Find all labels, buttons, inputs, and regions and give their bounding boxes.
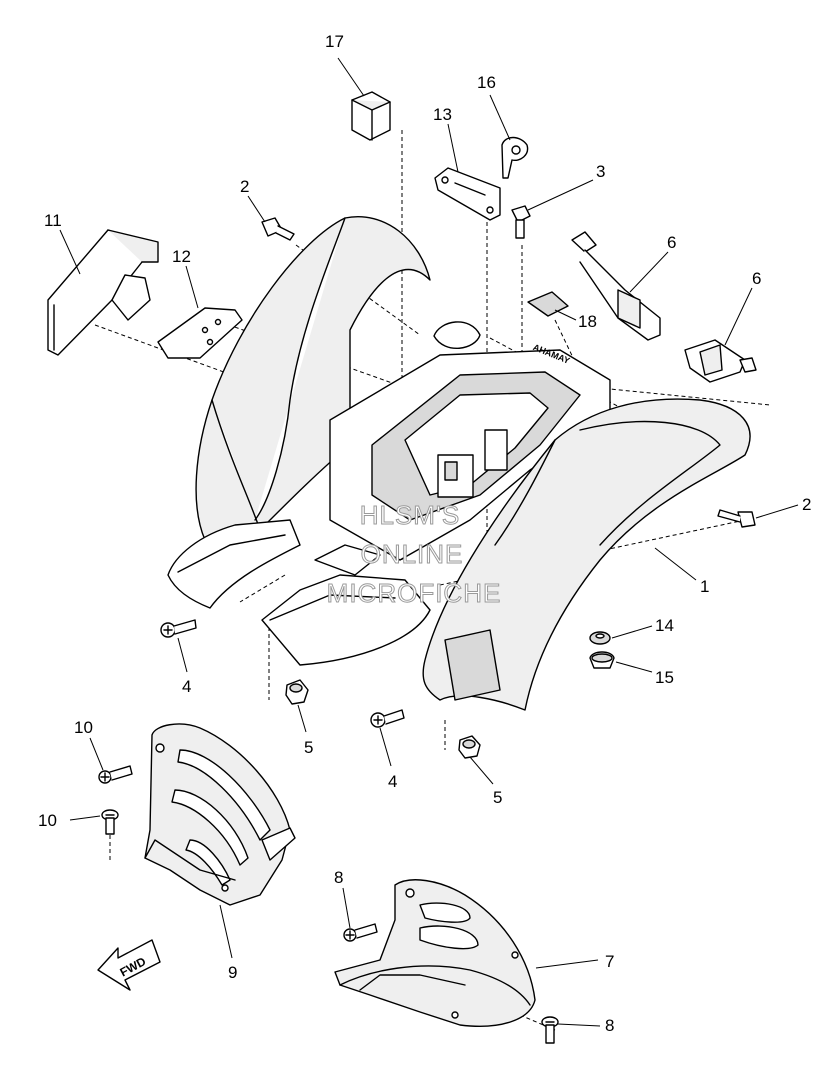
callout-8-upper: 8 [334, 868, 343, 887]
callout-17: 17 [325, 32, 344, 51]
hinge-bracket-6-upper [571, 231, 661, 341]
watermark-line-1: HLSM'S [360, 500, 461, 530]
callout-15: 15 [655, 668, 674, 687]
nut-5-left [285, 679, 309, 705]
wire-clip [501, 136, 529, 179]
mud-guard-right [334, 879, 536, 1027]
screw-4-left [160, 619, 197, 638]
callout-7: 7 [605, 952, 614, 971]
watermark-line-2: ONLINE [361, 539, 464, 569]
callout-9: 9 [228, 963, 237, 982]
callout-10-upper: 10 [74, 718, 93, 737]
leader-lines [59, 57, 799, 1027]
stay-bracket [434, 167, 501, 221]
callout-2-right: 2 [802, 495, 811, 514]
rear-fender-body: YAMAHA [167, 216, 751, 711]
flange-bolt-3 [511, 205, 531, 239]
callout-12: 12 [172, 247, 191, 266]
callout-16: 16 [477, 73, 496, 92]
callout-4-right: 4 [388, 772, 397, 791]
callout-6-upper: 6 [667, 233, 676, 252]
watermark: HLSM'S ONLINE MICROFICHE [326, 500, 502, 609]
screw-8-upper [343, 923, 378, 942]
side-bracket-plate [47, 229, 159, 356]
damper-pad [527, 291, 569, 317]
callout-5-right: 5 [493, 788, 502, 807]
callout-3: 3 [596, 162, 605, 181]
callout-1: 1 [700, 577, 709, 596]
hinge-bracket-6-lower [684, 339, 757, 383]
callout-2-left: 2 [240, 177, 249, 196]
callout-14: 14 [655, 616, 674, 635]
watermark-line-3: MICROFICHE [327, 578, 502, 608]
callout-13: 13 [433, 105, 452, 124]
mounting-plate [157, 307, 243, 359]
screw-8-lower [541, 1016, 559, 1044]
callout-4-left: 4 [182, 677, 191, 696]
forward-direction-arrow: FWD [97, 939, 161, 991]
screw-10-lower [101, 809, 119, 835]
callout-11: 11 [44, 211, 62, 230]
mud-guard-left [144, 723, 296, 906]
callout-10-lower: 10 [38, 811, 57, 830]
screw-4-right [370, 709, 405, 728]
callout-8-lower: 8 [605, 1016, 614, 1035]
callout-5-left: 5 [304, 738, 313, 757]
flange-bolt-2-right [717, 509, 756, 528]
flange-bolt-2-left [261, 217, 295, 241]
washer-14 [589, 631, 611, 645]
nut-5-right [458, 735, 481, 759]
callout-numbers: 17 16 13 3 2 11 12 6 6 18 2 1 14 15 4 5 … [38, 32, 811, 1035]
screw-10-upper [98, 765, 133, 784]
callout-6-lower: 6 [752, 269, 761, 288]
callout-18: 18 [578, 312, 597, 331]
grommet-15 [589, 651, 615, 669]
cushion-block [351, 91, 391, 141]
